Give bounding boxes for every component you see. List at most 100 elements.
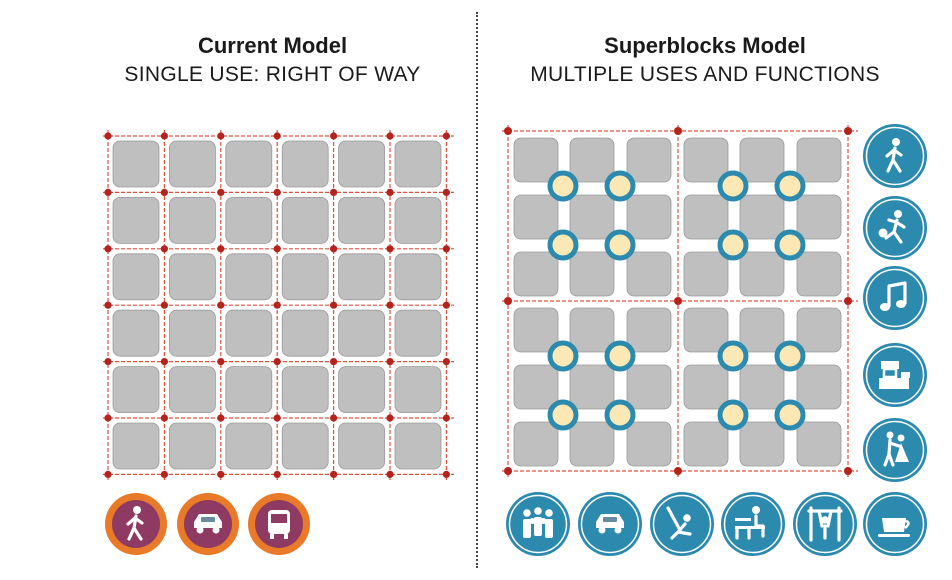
public-plaza [547,340,579,372]
intersection-node [442,358,450,366]
pedestrian-icon [863,124,927,188]
public-plaza [717,340,749,372]
city-block [796,251,842,297]
city-block [112,140,160,188]
intersection-node [160,358,168,366]
city-block [626,364,672,410]
superblock-node [674,127,682,135]
intersection-node [442,245,450,253]
intersection-node [160,132,168,140]
intersection-node [386,470,394,478]
intersection-node [104,358,112,366]
city-block [394,422,442,470]
city-block [281,253,329,301]
intersection-node [386,245,394,253]
city-block [112,309,160,357]
city-block [225,140,273,188]
public-plaza [547,170,579,202]
intersection-node [273,301,281,309]
city-block [112,422,160,470]
intersection-node [386,301,394,309]
city-block [225,309,273,357]
intersection-node [330,358,338,366]
intersection-node [330,245,338,253]
music-note-icon [863,266,927,330]
city-block [683,421,729,467]
public-plaza [717,170,749,202]
coffee-cup-icon [863,492,927,556]
city-block [513,421,559,467]
city-block [683,137,729,183]
intersection-node [217,301,225,309]
intersection-node [273,245,281,253]
intersection-node [442,470,450,478]
city-block [281,140,329,188]
city-block [168,140,216,188]
city-block [338,422,386,470]
superblock-node [844,297,852,305]
city-block [796,421,842,467]
city-block [569,421,615,467]
current-model-grid [103,130,454,480]
intersection-node [273,132,281,140]
city-block [739,137,785,183]
city-block [796,194,842,240]
city-block [394,366,442,414]
intersection-node [104,132,112,140]
public-plaza [774,170,806,202]
city-block [796,364,842,410]
current-model-title: Current Model [197,33,348,58]
city-block [225,422,273,470]
city-block [569,137,615,183]
public-plaza [604,399,636,431]
intersection-node [273,188,281,196]
intersection-node [442,132,450,140]
city-block [338,366,386,414]
city-block [394,140,442,188]
superblock-node [504,127,512,135]
city-block [168,366,216,414]
city-block [168,309,216,357]
intersection-node [160,301,168,309]
intersection-node [160,470,168,478]
city-block [569,364,615,410]
city-block [225,366,273,414]
superblocks-model-grid [502,125,858,477]
city-block [281,309,329,357]
city-block [569,251,615,297]
city-block [225,253,273,301]
city-block [112,196,160,244]
city-block [513,364,559,410]
intersection-node [104,301,112,309]
intersection-node [104,414,112,422]
city-block [338,140,386,188]
intersection-node [273,414,281,422]
intersection-node [273,470,281,478]
intersection-node [217,470,225,478]
superblock-node [844,127,852,135]
public-plaza [774,229,806,261]
intersection-node [160,188,168,196]
city-block [338,309,386,357]
superblocks-model-subtitle: MULTIPLE USES AND FUNCTIONS [530,63,880,86]
market-stall-icon [863,343,927,407]
city-block [168,253,216,301]
intersection-node [217,358,225,366]
city-block [168,422,216,470]
city-block [281,422,329,470]
city-block [338,253,386,301]
city-block [739,194,785,240]
city-block [739,421,785,467]
intersection-node [330,414,338,422]
public-plaza [774,399,806,431]
car-icon [177,493,239,555]
city-block [796,137,842,183]
public-plaza [774,340,806,372]
intersection-node [330,132,338,140]
superblock-node [674,297,682,305]
city-block [626,194,672,240]
car-icon [578,492,642,556]
dancing-couple-icon [863,418,927,482]
intersection-node [104,245,112,253]
current-model-heading: Current Model SINGLE USE: RIGHT OF WAY [95,32,450,90]
